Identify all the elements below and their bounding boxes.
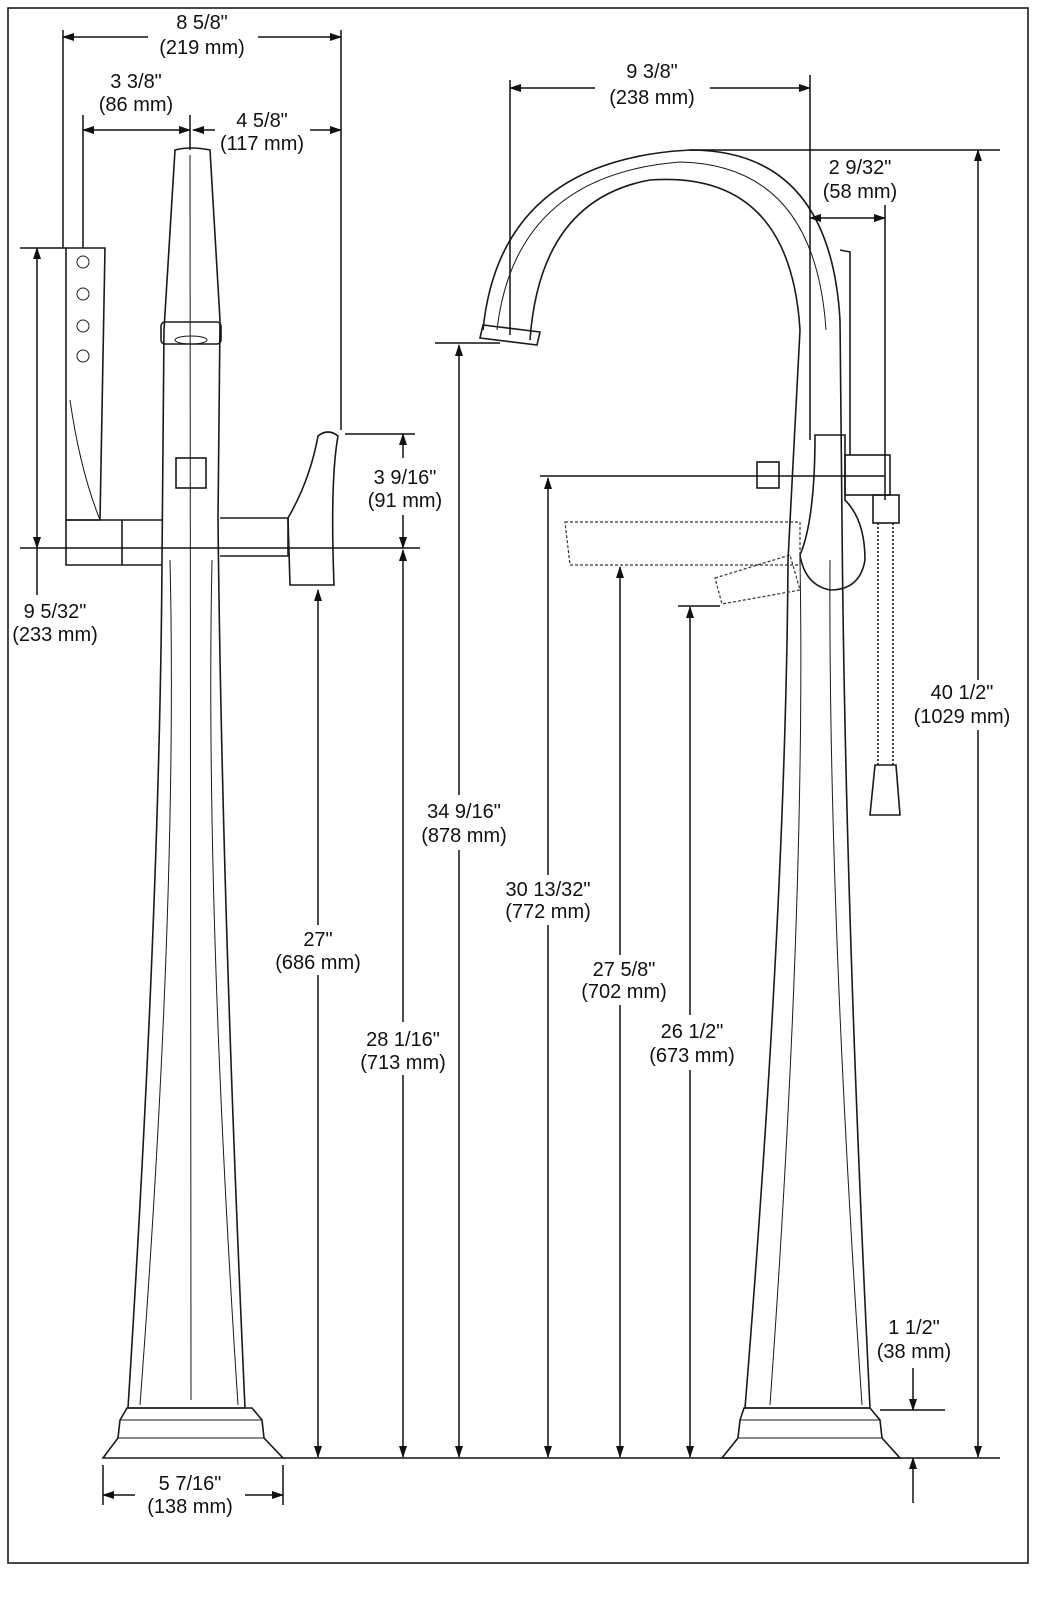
handle-bottom-in: 27": [303, 929, 332, 951]
handle-closed-in: 26 1/2": [661, 1021, 724, 1043]
overall-height-in: 40 1/2": [931, 682, 994, 704]
base-width-mm: (138 mm): [147, 1496, 233, 1518]
handle-height-in: 3 9/16": [374, 467, 437, 489]
floor-thickness-mm: (38 mm): [877, 1341, 951, 1363]
overall-width-mm: (219 mm): [159, 37, 245, 59]
body-junction-in: 28 1/16": [366, 1029, 440, 1051]
valve-center-mm: (772 mm): [505, 901, 591, 923]
handshower-offset-mm: (86 mm): [99, 94, 173, 116]
handle-bottom-mm: (686 mm): [275, 952, 361, 974]
spout-reach-mm: (238 mm): [609, 87, 695, 109]
handle-closed-mm: (673 mm): [649, 1045, 735, 1067]
floor-thickness-in: 1 1/2": [888, 1317, 940, 1339]
spout-outlet-mm: (878 mm): [421, 825, 507, 847]
dimension-labels: 8 5/8" (219 mm) 3 3/8" (86 mm) 4 5/8" (1…: [12, 12, 1010, 1518]
handle-open-in: 27 5/8": [593, 959, 656, 981]
handle-open-mm: (702 mm): [581, 981, 667, 1003]
hose-offset-mm: (58 mm): [823, 181, 897, 203]
handle-offset-mm: (117 mm): [220, 133, 304, 155]
valve-center-in: 30 13/32": [506, 879, 591, 901]
frame-border: [7, 7, 1029, 1564]
handshower-height-in: 9 5/32": [24, 601, 87, 623]
handshower-height-mm: (233 mm): [12, 624, 98, 646]
spout-reach-in: 9 3/8": [626, 61, 678, 83]
handle-height-mm: (91 mm): [368, 490, 442, 512]
spout-outlet-in: 34 9/16": [427, 801, 501, 823]
left-faucet-drawing: [65, 147, 339, 1459]
handle-offset-in: 4 5/8": [236, 110, 288, 132]
base-width-in: 5 7/16": [159, 1473, 222, 1495]
body-junction-mm: (713 mm): [360, 1052, 446, 1074]
handshower-offset-in: 3 3/8": [110, 71, 162, 93]
right-faucet-drawing: [479, 149, 902, 1459]
overall-height-mm: (1029 mm): [914, 706, 1011, 728]
overall-width-in: 8 5/8": [176, 12, 228, 34]
dimension-lines: [20, 30, 1000, 1505]
hose-offset-in: 2 9/32": [829, 157, 892, 179]
